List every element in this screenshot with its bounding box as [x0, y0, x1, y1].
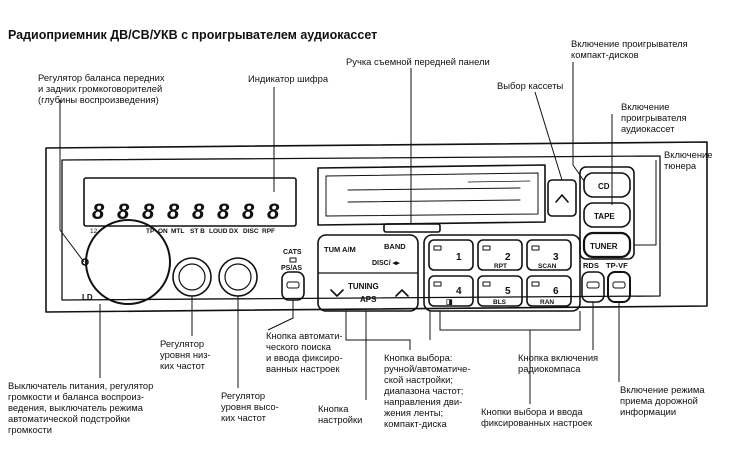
display-indicator-label: LOUD [209, 228, 228, 235]
label-preset-buttons: Кнопки выбора и ввода фиксированных наст… [481, 406, 593, 428]
tum-am-label: TUM A/M [324, 245, 356, 254]
display-indicator-label: RPF [262, 228, 275, 235]
volume-knob [85, 219, 171, 305]
preset-5-num: 5 [505, 286, 511, 297]
label-auto-search: Кнопка автомати- ческого поиска и ввода … [266, 330, 343, 374]
label-panel-handle: Ручка съемной передней панели [346, 56, 490, 67]
label-treble: Регулятор уровня высо- ких частот [221, 390, 279, 423]
tuning-label: TUNING [348, 282, 379, 291]
label-cassette-on: Включение проигрывателя аудиокассет [621, 101, 687, 134]
label-power: Выключатель питания, регулятор громкости… [8, 380, 154, 435]
tuner-button [582, 231, 632, 259]
display-digit: 8 [92, 199, 105, 224]
display-digit: 8 [267, 199, 280, 224]
ld-label: LD [82, 293, 93, 302]
preset-4-sub: ◨ [446, 299, 453, 306]
cd-label: CD [598, 182, 610, 191]
aps-label: APS [360, 295, 377, 304]
display-indicator-label: MTL [171, 228, 184, 235]
preset-1-num: 1 [456, 252, 462, 263]
cats-label: CATS [283, 249, 302, 256]
preset-3-num: 3 [553, 252, 559, 263]
unit-outer-frame [45, 141, 708, 313]
display-indicator-label: DISC [243, 228, 259, 235]
tp-vf-button [607, 271, 631, 303]
label-cassette-select: Выбор кассеты [497, 80, 564, 91]
unit-inner-panel [61, 155, 661, 301]
display-window [83, 177, 297, 227]
display-indicator-label: ST B [190, 228, 205, 235]
preset-button-4 [428, 275, 474, 307]
disc-label: DISC/ ◂▸ [372, 260, 400, 267]
label-balance: Регулятор баланса передних и задних гром… [38, 72, 165, 105]
preset-3-sub: SCAN [538, 263, 557, 270]
label-radio-compass: Кнопка включения радиокомпаса [518, 352, 599, 374]
display-indicator-label: ON [158, 228, 168, 235]
display-num: 12 [90, 228, 98, 235]
cassette-door [317, 164, 546, 226]
cd-button [583, 172, 631, 198]
preset-2-num: 2 [505, 252, 511, 263]
label-tuner-on: Включение тюнера [664, 149, 713, 171]
preset-button-6 [526, 275, 572, 307]
preset-5-sub: BLS [493, 299, 507, 306]
preset-6-num: 6 [553, 286, 559, 297]
display-indicator-label: DX [229, 228, 239, 235]
display-digit: 8 [192, 199, 205, 224]
eject-button [547, 179, 577, 217]
preset-2-sub: RPT [494, 263, 507, 270]
preset-button-2 [477, 239, 523, 271]
display-digit: 8 [117, 199, 130, 224]
tuner-label: TUNER [590, 242, 618, 251]
ps-as-button [281, 271, 305, 301]
label-mode-button: Кнопка выбора: ручной/автоматиче- ской н… [384, 352, 471, 429]
diagram-title: Радиоприемник ДВ/СВ/УКВ с проигрывателем… [8, 28, 378, 42]
display-digit: 8 [142, 199, 155, 224]
label-tuning-button: Кнопка настройки [318, 403, 363, 425]
display-indicator-label: TP [146, 228, 155, 235]
panel-handle [383, 223, 441, 233]
display-digit: 8 [242, 199, 255, 224]
tape-button [583, 202, 631, 228]
preset-6-sub: RAN [540, 299, 554, 306]
preset-button-5 [477, 275, 523, 307]
preset-block [423, 234, 581, 312]
label-cd-on: Включение проигрывателя компакт-дисков [571, 38, 688, 60]
preset-button-1 [428, 239, 474, 271]
tp-vf-label: TP-VF [606, 261, 628, 270]
preset-button-3 [526, 239, 572, 271]
rds-button [581, 271, 605, 303]
label-code-indicator: Индикатор шифра [248, 73, 329, 84]
rds-label: RDS [583, 261, 599, 270]
label-traffic: Включение режима приема дорожной информа… [620, 384, 705, 417]
ps-as-label: PS/AS [281, 265, 302, 272]
display-digit: 8 [167, 199, 180, 224]
preset-4-num: 4 [456, 286, 462, 297]
band-label: BAND [384, 242, 406, 251]
tape-label: TAPE [594, 212, 615, 221]
label-bass: Регулятор уровня низ- ких частот [160, 338, 211, 371]
display-digit: 8 [217, 199, 230, 224]
